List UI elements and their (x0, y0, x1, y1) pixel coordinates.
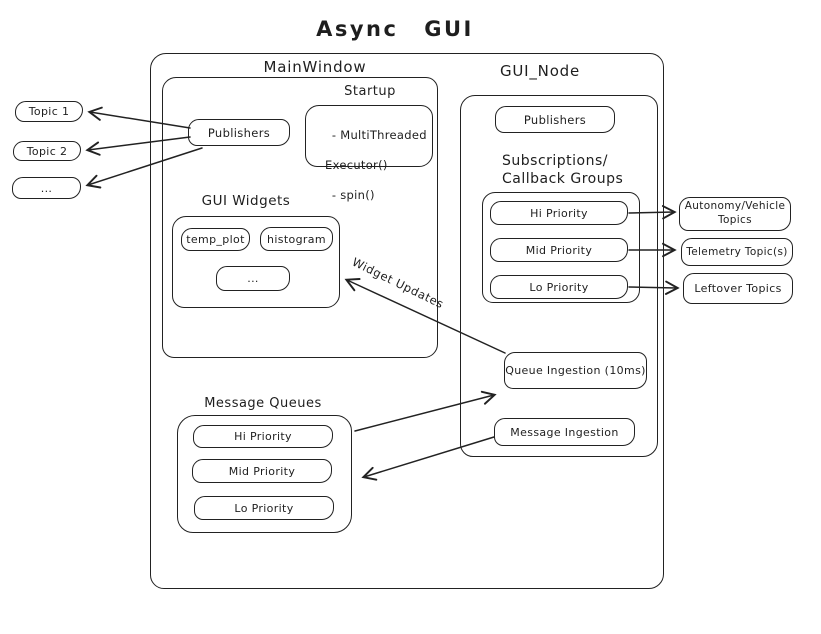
sub-mid-priority-label: Mid Priority (525, 243, 593, 257)
subscriptions-title-line1: Subscriptions/ (502, 153, 608, 169)
widget-ellipsis-node: ... (216, 266, 290, 291)
gui-node-publishers-label: Publishers (523, 112, 587, 127)
histogram-node: histogram (260, 227, 333, 251)
gui-node-frame (460, 95, 658, 457)
mq-hi-priority-label: Hi Priority (234, 430, 292, 443)
subscriptions-frame (482, 192, 640, 303)
queue-ingestion-node: Queue Ingestion (10ms) (504, 352, 647, 389)
message-queues-title: Message Queues (204, 396, 322, 411)
subscriptions-title: Subscriptions/ Callback Groups (502, 153, 623, 188)
startup-title: Startup (344, 84, 396, 99)
topic-ellipsis-node: ... (12, 177, 81, 199)
mainwindow-publishers-label: Publishers (207, 125, 271, 140)
gui-node-publishers-node: Publishers (495, 106, 615, 133)
mq-hi-priority-node: Hi Priority (193, 425, 333, 448)
sub-mid-priority-node: Mid Priority (490, 238, 628, 262)
leftover-topics-node: Leftover Topics (683, 273, 793, 304)
message-ingestion-node: Message Ingestion (494, 418, 635, 446)
system-frame (150, 53, 664, 589)
mq-lo-priority-label: Lo Priority (234, 501, 294, 515)
sub-hi-priority-node: Hi Priority (490, 201, 628, 225)
mainwindow-title: MainWindow (263, 58, 367, 76)
startup-lines: - MultiThreaded Executor() - spin() (316, 113, 428, 218)
startup-line3: - spin() (331, 188, 375, 202)
sub-hi-priority-label: Hi Priority (530, 206, 588, 220)
startup-line1: - MultiThreaded (331, 128, 427, 142)
mainwindow-publishers-node: Publishers (188, 119, 290, 146)
topic2-label: Topic 2 (26, 144, 68, 158)
startup-node (305, 105, 433, 167)
mq-lo-priority-node: Lo Priority (194, 496, 334, 520)
diagram-title: Async GUI (316, 17, 474, 41)
topic1-node: Topic 1 (15, 101, 83, 122)
topic-ellipsis-label: ... (40, 181, 53, 195)
temp-plot-node: temp_plot (181, 228, 250, 251)
gui-widgets-title: GUI Widgets (201, 193, 291, 209)
mq-mid-priority-label: Mid Priority (228, 464, 296, 478)
sub-lo-priority-node: Lo Priority (490, 275, 628, 299)
queue-ingestion-label: Queue Ingestion (10ms) (505, 364, 646, 377)
telemetry-topics-node: Telemetry Topic(s) (681, 238, 793, 266)
autonomy-topics-label: Autonomy/Vehicle Topics (684, 200, 786, 226)
message-queues-frame (177, 415, 352, 533)
autonomy-topics-node: Autonomy/Vehicle Topics (679, 197, 791, 231)
topic1-label: Topic 1 (28, 105, 70, 118)
widget-ellipsis-label: ... (247, 272, 259, 285)
subscriptions-title-line2: Callback Groups (502, 170, 624, 187)
gui-node-title: GUI_Node (499, 62, 581, 80)
leftover-topics-label: Leftover Topics (694, 282, 782, 295)
startup-line2: Executor() (325, 158, 388, 172)
histogram-label: histogram (267, 232, 326, 246)
telemetry-topics-label: Telemetry Topic(s) (686, 246, 788, 258)
mainwindow-frame (162, 77, 438, 358)
gui-widgets-frame (172, 216, 340, 308)
sub-lo-priority-label: Lo Priority (529, 280, 589, 294)
topic2-node: Topic 2 (13, 141, 81, 161)
temp-plot-label: temp_plot (186, 233, 245, 246)
message-ingestion-label: Message Ingestion (510, 425, 619, 439)
mq-mid-priority-node: Mid Priority (192, 459, 332, 483)
